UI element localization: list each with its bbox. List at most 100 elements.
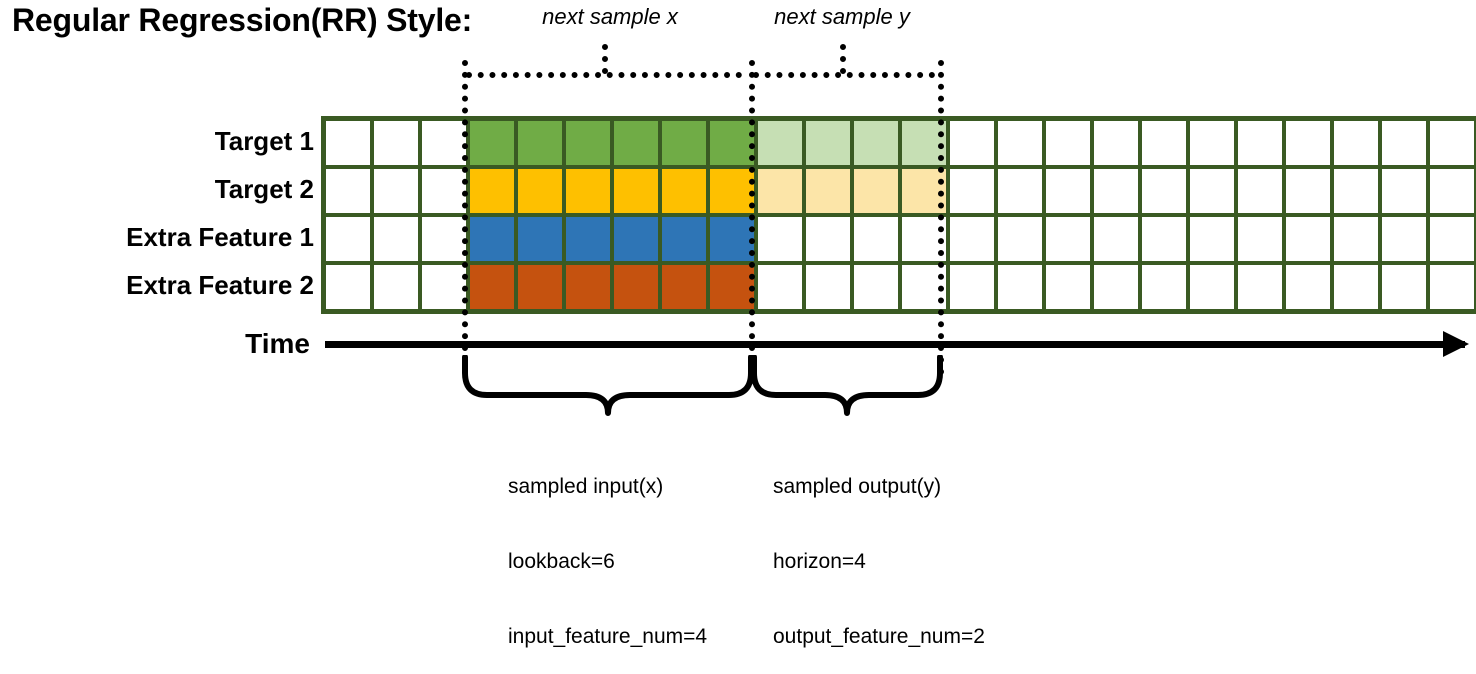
grid-row-extra-feature-1 xyxy=(326,217,1474,261)
grid-cell xyxy=(1046,169,1090,213)
grid-cell xyxy=(1094,265,1138,309)
page-title: Regular Regression(RR) Style: xyxy=(12,2,473,38)
grid-cell xyxy=(806,169,850,213)
grid-cell xyxy=(374,121,418,165)
bottom-brace-input xyxy=(462,355,754,416)
grid-cell xyxy=(1286,265,1330,309)
row-label-extra-feature-1: Extra Feature 1 xyxy=(126,222,314,252)
caption-sampled-input: sampled input(x) lookback=6 input_featur… xyxy=(508,424,707,674)
grid-cell xyxy=(1334,217,1378,261)
grid-cell xyxy=(1046,265,1090,309)
grid-cell xyxy=(1046,217,1090,261)
grid-cell xyxy=(422,121,466,165)
grid-cell xyxy=(854,169,898,213)
grid-cell xyxy=(1382,121,1426,165)
grid-cell xyxy=(1238,169,1282,213)
grid-cell xyxy=(950,121,994,165)
grid-cell xyxy=(662,217,706,261)
top-brace-y-pointer xyxy=(840,44,846,74)
grid-cell xyxy=(998,169,1042,213)
caption-sampled-output: sampled output(y) horizon=4 output_featu… xyxy=(773,424,985,674)
grid-cell xyxy=(326,121,370,165)
grid-cell xyxy=(614,265,658,309)
grid-cell xyxy=(470,169,514,213)
grid-cell xyxy=(374,169,418,213)
row-label-extra-feature-2: Extra Feature 2 xyxy=(126,270,314,300)
grid-cell xyxy=(1334,265,1378,309)
grid-cell xyxy=(1286,121,1330,165)
top-brace-y-line xyxy=(753,72,935,78)
grid-cell xyxy=(326,217,370,261)
grid-cell xyxy=(614,217,658,261)
grid-cell xyxy=(662,169,706,213)
grid-cell xyxy=(1142,121,1186,165)
annotation-next-sample-y: next sample y xyxy=(774,4,910,29)
grid-cell xyxy=(1238,265,1282,309)
grid-cell xyxy=(662,265,706,309)
grid-cell xyxy=(758,121,802,165)
grid-cell xyxy=(1046,121,1090,165)
grid-cell xyxy=(518,217,562,261)
caption-output-line-1: sampled output(y) xyxy=(773,475,942,498)
bottom-braces xyxy=(462,355,943,416)
time-axis-arrow-icon xyxy=(1443,331,1469,357)
grid-cell xyxy=(998,265,1042,309)
grid-cell xyxy=(758,265,802,309)
row-label-target-2: Target 2 xyxy=(214,174,314,204)
top-brace-x-line xyxy=(466,72,742,78)
grid-cell xyxy=(1334,169,1378,213)
grid-cell xyxy=(662,121,706,165)
grid-cell xyxy=(614,169,658,213)
time-axis-line xyxy=(325,341,1465,348)
grid-cell xyxy=(1430,217,1474,261)
caption-input-line-2: lookback=6 xyxy=(508,550,615,573)
guide-line-input-end xyxy=(749,60,755,375)
grid-cell xyxy=(374,217,418,261)
grid-cell xyxy=(1142,265,1186,309)
grid-cell xyxy=(1286,217,1330,261)
grid-cell xyxy=(1238,121,1282,165)
grid-cell xyxy=(1094,169,1138,213)
grid-row-target-2 xyxy=(326,169,1474,213)
grid-cell xyxy=(422,265,466,309)
grid-cell xyxy=(1382,169,1426,213)
timeseries-grid xyxy=(321,116,1476,314)
grid-cell xyxy=(1430,265,1474,309)
grid-cell xyxy=(1382,217,1426,261)
grid-cell xyxy=(1190,169,1234,213)
grid-cell xyxy=(710,265,754,309)
grid-cell xyxy=(710,217,754,261)
grid-cell xyxy=(470,217,514,261)
grid-cell xyxy=(1142,169,1186,213)
guide-line-output-end xyxy=(938,60,944,375)
grid-cell xyxy=(470,121,514,165)
grid-cell xyxy=(998,121,1042,165)
grid-cell xyxy=(1238,217,1282,261)
grid-cell xyxy=(1430,169,1474,213)
grid-cell xyxy=(1382,265,1426,309)
grid-cell xyxy=(950,265,994,309)
grid-cell xyxy=(1190,265,1234,309)
grid-cell xyxy=(1190,121,1234,165)
grid-cell xyxy=(566,217,610,261)
annotation-next-sample-x: next sample x xyxy=(542,4,678,29)
grid-cell xyxy=(950,217,994,261)
grid-cell xyxy=(998,217,1042,261)
grid-cell xyxy=(1286,169,1330,213)
grid-cell xyxy=(470,265,514,309)
grid-cell xyxy=(854,265,898,309)
caption-output-line-2: horizon=4 xyxy=(773,550,866,573)
grid-cell xyxy=(374,265,418,309)
row-label-target-1: Target 1 xyxy=(214,126,314,156)
grid-cell xyxy=(806,121,850,165)
grid-cell xyxy=(806,217,850,261)
grid-cell xyxy=(1430,121,1474,165)
grid-cell xyxy=(710,169,754,213)
grid-cell xyxy=(1334,121,1378,165)
grid-cell xyxy=(806,265,850,309)
grid-cell xyxy=(1094,217,1138,261)
grid-cell xyxy=(518,265,562,309)
grid-cell xyxy=(566,265,610,309)
grid-cell xyxy=(518,121,562,165)
grid-cell xyxy=(950,169,994,213)
